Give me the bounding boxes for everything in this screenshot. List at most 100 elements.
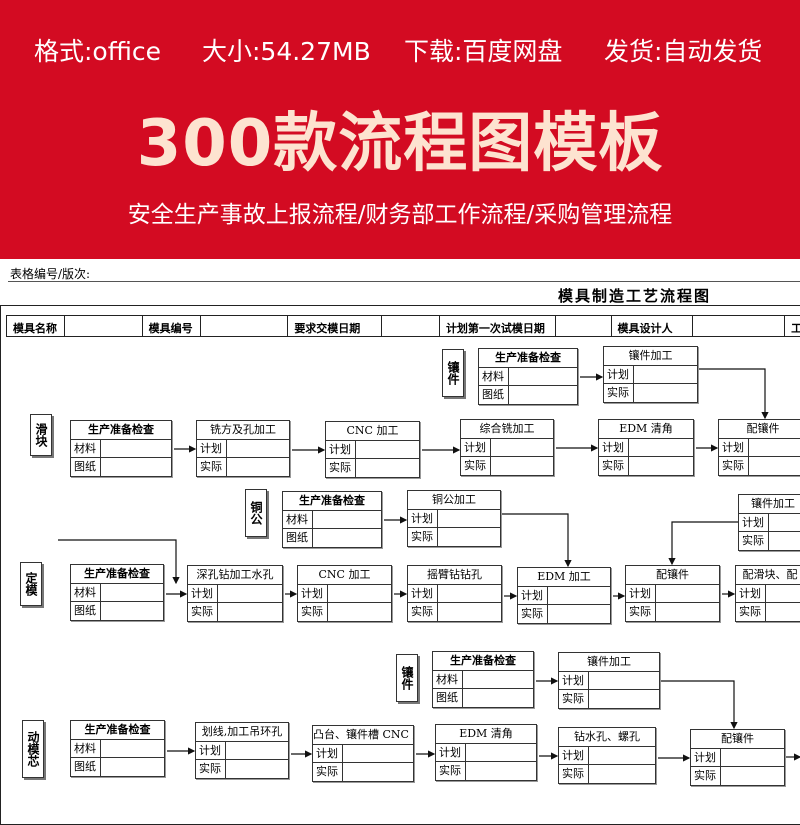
row-value-cell[interactable]: [656, 603, 719, 621]
step-row: 实际: [739, 532, 800, 550]
row-value-cell[interactable]: [226, 760, 288, 778]
step-title: 镶件加工: [604, 347, 697, 366]
row-label: 图纸: [479, 386, 509, 404]
row-value-cell[interactable]: [101, 602, 163, 620]
header-field-label: 模具编号: [143, 316, 201, 336]
row-label: 计划: [719, 439, 749, 456]
process-step-box: 铣方及孔加工计划实际: [196, 420, 290, 477]
row-label: 计划: [196, 742, 226, 759]
step-title: 铣方及孔加工: [197, 421, 289, 440]
row-value-cell[interactable]: [101, 458, 171, 476]
row-label: 实际: [436, 762, 466, 780]
row-value-cell[interactable]: [589, 690, 659, 708]
row-label: 实际: [626, 603, 656, 621]
step-row: 实际: [736, 603, 800, 621]
row-value-cell[interactable]: [509, 386, 577, 404]
row-value-cell[interactable]: [328, 585, 391, 602]
row-value-cell[interactable]: [766, 585, 800, 602]
row-value-cell[interactable]: [101, 440, 171, 457]
row-label: 实际: [408, 528, 438, 546]
row-value-cell[interactable]: [227, 458, 289, 476]
row-value-cell[interactable]: [438, 603, 501, 621]
row-value-cell[interactable]: [313, 529, 381, 547]
row-label: 实际: [188, 603, 218, 621]
row-label: 材料: [71, 584, 101, 601]
row-value-cell[interactable]: [491, 457, 553, 475]
row-value-cell[interactable]: [438, 510, 500, 527]
row-value-cell[interactable]: [721, 749, 784, 766]
header-field-value[interactable]: [693, 316, 786, 336]
row-value-cell[interactable]: [313, 511, 381, 528]
row-value-cell[interactable]: [466, 762, 536, 780]
row-value-cell[interactable]: [766, 603, 800, 621]
row-value-cell[interactable]: [328, 603, 391, 621]
row-value-cell[interactable]: [509, 368, 577, 385]
row-value-cell[interactable]: [769, 532, 800, 550]
row-value-cell[interactable]: [343, 745, 413, 762]
row-value-cell[interactable]: [356, 441, 419, 458]
row-value-cell[interactable]: [548, 587, 610, 604]
step-row: 实际: [691, 767, 784, 785]
step-title: 生产准备检查: [433, 652, 533, 671]
row-value-cell[interactable]: [634, 366, 697, 383]
row-value-cell[interactable]: [721, 767, 784, 785]
row-value-cell[interactable]: [548, 605, 610, 623]
row-value-cell[interactable]: [463, 689, 533, 707]
row-value-cell[interactable]: [218, 603, 282, 621]
row-value-cell[interactable]: [589, 765, 655, 783]
step-row: 材料: [479, 368, 577, 386]
row-value-cell[interactable]: [463, 671, 533, 688]
row-value-cell[interactable]: [589, 672, 659, 689]
lane-label: 铜公: [245, 489, 267, 537]
step-title: EDM 清角: [599, 420, 693, 439]
row-value-cell[interactable]: [769, 514, 800, 531]
header-field-value[interactable]: [65, 316, 143, 336]
lane-label: 镶件: [396, 654, 418, 702]
row-value-cell[interactable]: [629, 439, 693, 456]
process-step-box: EDM 清角计划实际: [598, 419, 694, 476]
row-value-cell[interactable]: [656, 585, 719, 602]
step-row: 实际: [436, 762, 536, 780]
step-row: 计划: [197, 440, 289, 458]
banner-subtitle: 安全生产事故上报流程/财务部工作流程/采购管理流程: [127, 202, 673, 228]
row-value-cell[interactable]: [227, 440, 289, 457]
lane-label: 定模: [20, 562, 42, 606]
step-row: 实际: [408, 528, 500, 546]
row-value-cell[interactable]: [218, 585, 282, 602]
header-field-value[interactable]: [556, 316, 612, 336]
row-value-cell[interactable]: [356, 459, 419, 477]
row-value-cell[interactable]: [466, 744, 536, 761]
row-value-cell[interactable]: [226, 742, 288, 759]
row-value-cell[interactable]: [101, 740, 164, 757]
document-title: 模具制造工艺流程图: [558, 287, 712, 305]
row-value-cell[interactable]: [101, 758, 164, 776]
header-field-label: 要求交模日期: [288, 316, 383, 336]
step-row: 计划: [436, 744, 536, 762]
row-value-cell[interactable]: [343, 763, 413, 781]
step-row: 实际: [559, 690, 659, 708]
row-value-cell[interactable]: [749, 457, 800, 475]
row-label: 计划: [559, 672, 589, 689]
header-field-value[interactable]: [382, 316, 440, 336]
row-value-cell[interactable]: [634, 384, 697, 402]
step-title: 配镶件: [626, 566, 719, 585]
prep-check-box: 生产准备检查材料图纸: [70, 720, 165, 777]
step-row: 实际: [604, 384, 697, 402]
row-value-cell[interactable]: [438, 528, 500, 546]
row-label: 实际: [559, 690, 589, 708]
step-title: 镶件加工: [559, 653, 659, 672]
prep-check-box: 生产准备检查材料图纸: [478, 348, 578, 405]
row-value-cell[interactable]: [629, 457, 693, 475]
row-value-cell[interactable]: [491, 439, 553, 456]
row-value-cell[interactable]: [438, 585, 501, 602]
row-value-cell[interactable]: [101, 584, 163, 601]
process-step-box: 钻水孔、螺孔计划实际: [558, 727, 656, 784]
step-row: 实际: [599, 457, 693, 475]
step-row: 计划: [298, 585, 391, 603]
row-label: 计划: [518, 587, 548, 604]
step-row: 图纸: [71, 758, 164, 776]
step-row: 计划: [461, 439, 553, 457]
header-field-value[interactable]: [201, 316, 289, 336]
row-value-cell[interactable]: [749, 439, 800, 456]
row-value-cell[interactable]: [589, 747, 655, 764]
